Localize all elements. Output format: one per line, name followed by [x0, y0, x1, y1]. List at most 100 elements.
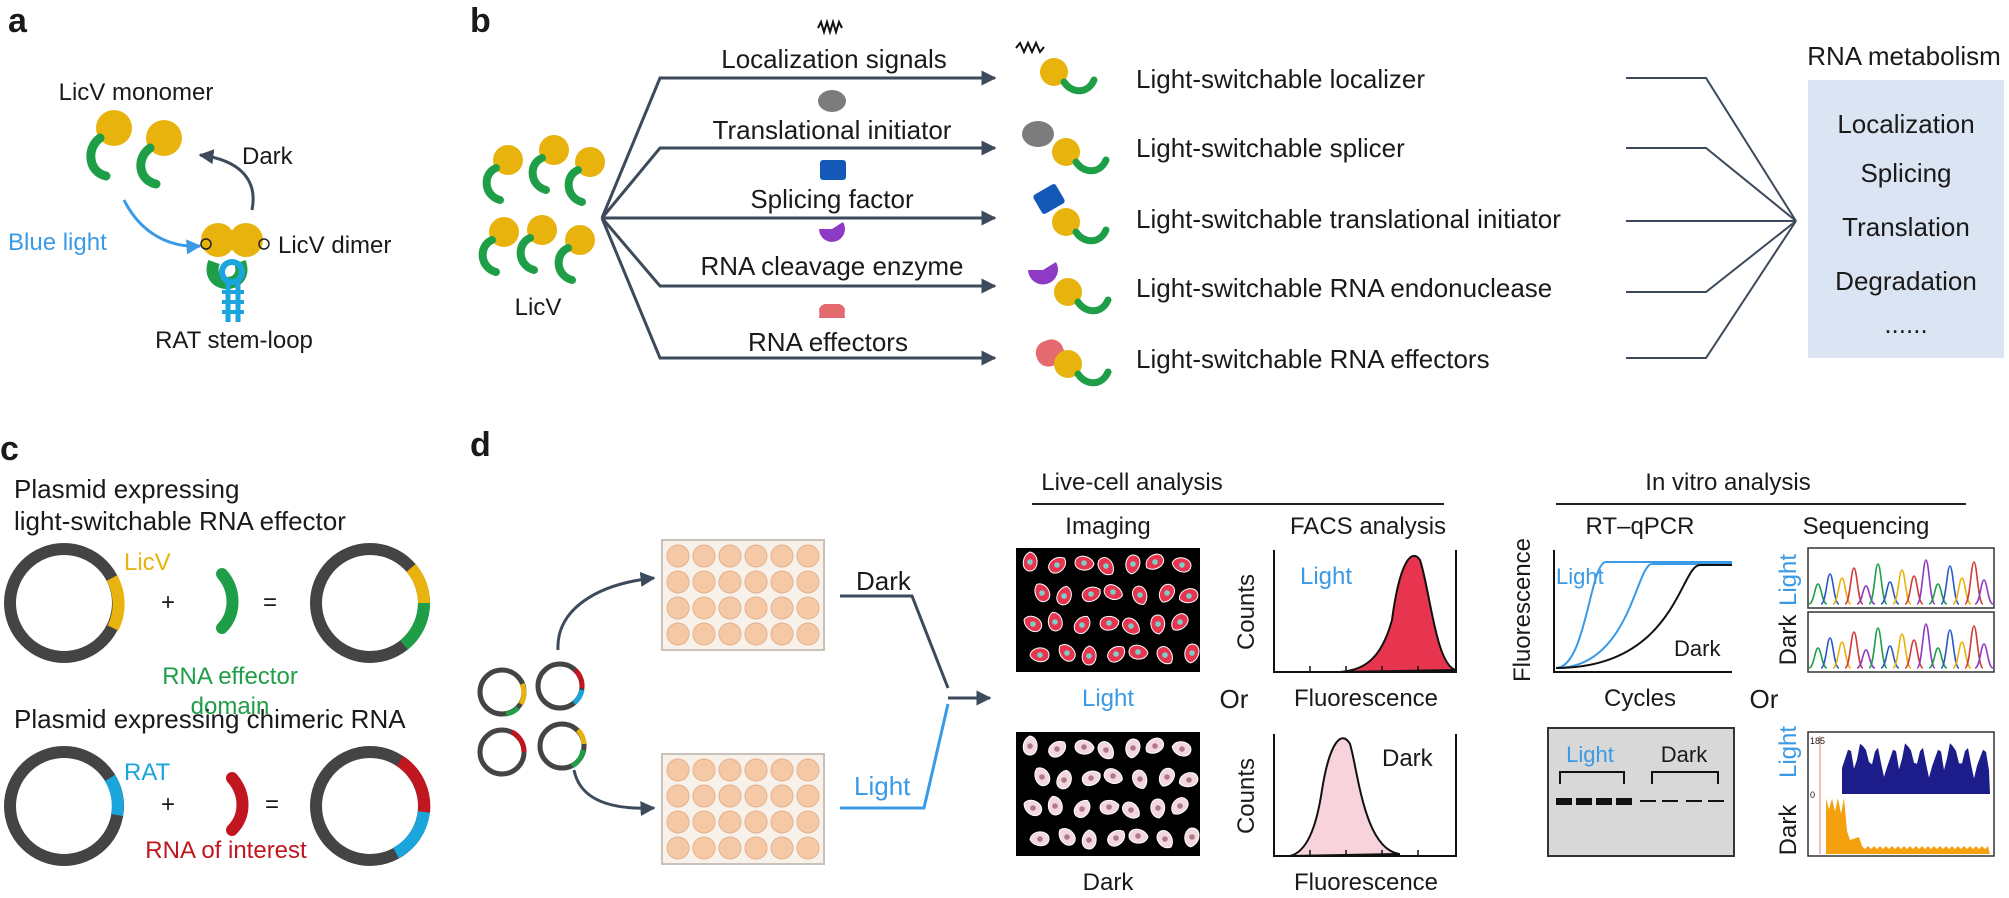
- cell-nucleus-icon: [1113, 835, 1119, 841]
- coverage-light-track: [1842, 743, 1990, 794]
- cell-nucleus-icon: [1186, 593, 1192, 599]
- chromatogram-peak: [1940, 565, 1960, 605]
- cell-nucleus-icon: [1088, 775, 1094, 781]
- rna-of-interest-label: RNA of interest: [145, 837, 307, 864]
- well-plate-light-icon: [661, 753, 825, 865]
- plasmid-backbone-icon: [4, 543, 125, 663]
- input-label-2: Splicing factor: [750, 184, 914, 214]
- in-vitro-title: In vitro analysis: [1645, 469, 1810, 496]
- cell-icon-group-light: [1022, 551, 1200, 666]
- cell-nucleus-icon: [1162, 836, 1168, 842]
- live-cell-title: Live-cell analysis: [1041, 469, 1222, 496]
- or-label-1: Or: [1220, 684, 1249, 714]
- cell-icon-group-dark: [1022, 735, 1200, 850]
- cell-nucleus-icon: [1103, 747, 1109, 753]
- chromatogram-peak: [1940, 629, 1960, 669]
- output-label-0: Light-switchable localizer: [1136, 64, 1425, 94]
- cell-nucleus-icon: [1086, 837, 1092, 843]
- cell-nucleus-icon: [1152, 743, 1158, 749]
- input-label-4: RNA effectors: [748, 327, 908, 357]
- rna-of-interest-icon: [226, 772, 249, 836]
- input-label-1: Translational initiator: [713, 115, 952, 145]
- licv-monomer-icon: [86, 110, 182, 189]
- to-dark-plate-arrow: [556, 571, 656, 651]
- gel-bands: [1556, 798, 1724, 805]
- cell-nucleus-icon: [1186, 777, 1192, 783]
- to-light-plate-arrow: [572, 769, 656, 817]
- blue-light-label: Blue light: [8, 229, 107, 256]
- cell-nucleus-icon: [1061, 777, 1067, 783]
- rna-metabolism-box: [1808, 80, 2004, 358]
- facs-light-xlabel: Fluorescence: [1294, 685, 1438, 712]
- cell-nucleus-icon: [1164, 774, 1170, 780]
- facs-dark-plot: [1273, 734, 1457, 857]
- gel-light-label: Light: [1566, 742, 1614, 767]
- cell-nucleus-icon: [1137, 592, 1143, 598]
- licv-dimer-label: LicV dimer: [278, 232, 391, 259]
- chromatogram-dark-traces: [1808, 623, 1994, 669]
- facs-light-tag: Light: [1300, 563, 1352, 590]
- coverage-tick-top: 185: [1810, 736, 1825, 746]
- localization-signal-icon: [817, 18, 843, 36]
- qpcr-light-tag: Light: [1556, 564, 1604, 589]
- metabolism-item-2: Translation: [1842, 212, 1970, 242]
- chromatogram-peak: [1892, 633, 1912, 669]
- gel-dark-label: Dark: [1661, 742, 1708, 767]
- cell-nucleus-icon: [1052, 803, 1058, 809]
- plasmid-backbone2-icon: [4, 746, 124, 866]
- plasmid-effector-icon: [310, 543, 431, 663]
- cell-nucleus-icon: [1064, 650, 1070, 656]
- dark-condition-label: Dark: [856, 566, 912, 596]
- licv-dimer-icon: [200, 223, 270, 289]
- or-label-2: Or: [1750, 684, 1779, 714]
- cell-nucleus-icon: [1037, 652, 1043, 658]
- rat-label: RAT: [124, 759, 171, 786]
- cell-nucleus-icon: [1135, 649, 1141, 655]
- qpcr-xlabel: Cycles: [1604, 685, 1676, 712]
- effector-domain-icon: [216, 568, 239, 634]
- chromatogram-peak: [1974, 643, 1994, 669]
- dark-label: Dark: [242, 143, 294, 170]
- stem-loop-label: RAT stem-loop: [155, 327, 313, 354]
- cell-nucleus-icon: [1079, 806, 1085, 812]
- cell-nucleus-icon: [1179, 746, 1185, 752]
- fusion-effectors-icon: [1035, 339, 1108, 383]
- output-label-2: Light-switchable translational initiator: [1136, 204, 1561, 234]
- plus-sign-2: +: [161, 791, 175, 818]
- cell-nucleus-icon: [1155, 805, 1161, 811]
- plasmid2-title: Plasmid expressing chimeric RNA: [14, 704, 406, 734]
- gel-dark-bracket: [1651, 771, 1719, 784]
- panel-label-d: d: [470, 426, 491, 464]
- rna-effector-icon-body: [819, 304, 845, 318]
- qpcr-plot: [1553, 550, 1732, 673]
- chromatogram-peak: [1974, 579, 1994, 605]
- licv-label: LicV: [515, 294, 562, 321]
- cell-nucleus-icon: [1054, 746, 1060, 752]
- coverage-tick-zero: 0: [1810, 790, 1815, 800]
- chromatogram-peak: [1820, 573, 1840, 605]
- chromatogram-peak: [1916, 623, 1936, 669]
- output-label-3: Light-switchable RNA endonuclease: [1136, 273, 1552, 303]
- effector-domain-label-line1: RNA effector: [162, 663, 298, 690]
- gel-image: [1547, 727, 1735, 857]
- cell-nucleus-icon: [1086, 653, 1092, 659]
- equals-sign-1: =: [263, 589, 277, 616]
- cell-nucleus-icon: [1039, 774, 1045, 780]
- cell-nucleus-icon: [1081, 744, 1087, 750]
- cell-nucleus-icon: [1030, 621, 1036, 627]
- cell-nucleus-icon: [1039, 590, 1045, 596]
- convergence-lines: [1626, 77, 1797, 359]
- licv-monomer-label: LicV monomer: [59, 79, 214, 106]
- cov-light-label: Light: [1775, 726, 1802, 778]
- equals-sign-2: =: [265, 791, 279, 818]
- cell-nucleus-icon: [1106, 620, 1112, 626]
- cell-nucleus-icon: [1054, 562, 1060, 568]
- input-label-0: Localization signals: [721, 44, 946, 74]
- metabolism-item-0: Localization: [1837, 109, 1974, 139]
- qpcr-ylabel: Fluorescence: [1509, 538, 1536, 682]
- cov-dark-label: Dark: [1775, 804, 1802, 856]
- cell-nucleus-icon: [1189, 650, 1195, 656]
- cell-nucleus-icon: [1103, 563, 1109, 569]
- output-label-4: Light-switchable RNA effectors: [1136, 344, 1490, 374]
